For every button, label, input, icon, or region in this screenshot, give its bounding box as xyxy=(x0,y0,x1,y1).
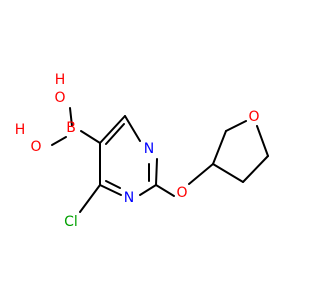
bond-ring-c3-c2 xyxy=(212,130,227,165)
bond-ring-c2-o xyxy=(225,120,247,132)
canvas-background xyxy=(0,0,300,300)
bond-b-o-upper xyxy=(69,107,73,127)
atom-hydroxyl-oxygen-lower: O xyxy=(30,139,41,155)
bond-c4-cl xyxy=(79,184,101,213)
atom-boron: B xyxy=(66,120,76,136)
bond-o-ether-c3 xyxy=(188,163,214,185)
atom-ring-nitrogen-lower: N xyxy=(124,190,134,206)
bond-n1-c2 xyxy=(155,158,158,186)
bond-n3-c4-double xyxy=(105,180,121,189)
atom-labels: O H O H B N N Cl O O xyxy=(15,72,260,230)
atom-ether-oxygen: O xyxy=(176,185,187,201)
bond-b-c5 xyxy=(80,130,101,144)
bond-c5-c6 xyxy=(99,115,126,144)
molecule-diagram: O H O H B N N Cl O O xyxy=(0,0,300,300)
bond-ring-c4-c3 xyxy=(212,163,244,183)
bond-c2-o-ether xyxy=(155,184,175,197)
atom-ring-nitrogen-upper: N xyxy=(144,141,154,157)
bonds xyxy=(51,107,269,213)
atom-chlorine: Cl xyxy=(64,214,78,230)
atom-oxolane-oxygen: O xyxy=(248,109,259,125)
atom-hydroxyl-oxygen-upper: O xyxy=(54,90,65,106)
bond-b-o-lower xyxy=(51,136,67,146)
atom-hydroxyl-hydrogen-lower: H xyxy=(15,122,26,138)
bond-ring-c5-c4 xyxy=(242,155,269,183)
bond-c5-c6-double xyxy=(105,123,125,145)
bond-ring-o-c5 xyxy=(256,125,269,157)
bond-c6-n1 xyxy=(124,115,141,142)
bond-n3-c4 xyxy=(99,184,122,196)
atom-hydroxyl-hydrogen-upper: H xyxy=(55,72,66,88)
bond-c2-n3 xyxy=(139,184,157,196)
